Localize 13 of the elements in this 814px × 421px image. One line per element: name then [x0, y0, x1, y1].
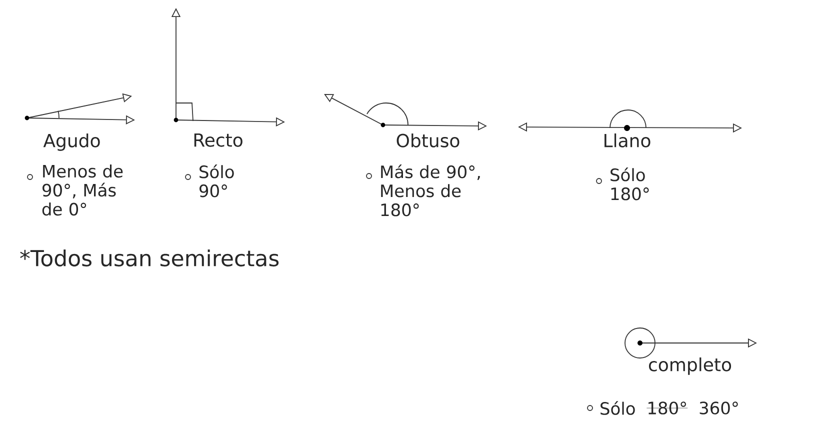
description-text: Sólo — [600, 401, 635, 415]
angle-name: completo — [648, 357, 732, 375]
angle-name: Llano — [604, 133, 650, 148]
angle-name: Recto — [194, 133, 242, 147]
note-text: *Todos usan semirectas — [20, 249, 279, 266]
angle-name: Obtuso — [396, 133, 460, 148]
description-text: Sólo 90° — [200, 164, 234, 198]
angle-name: Agudo — [43, 133, 100, 151]
description-text: Menos de 90°, Más de 0° — [42, 164, 123, 216]
description-text: Más de 90°, Menos de 180° — [381, 164, 480, 216]
description-text: 180° — [646, 402, 688, 414]
description-text: Sólo 180° — [610, 167, 649, 200]
description-text: 360° — [700, 402, 738, 414]
